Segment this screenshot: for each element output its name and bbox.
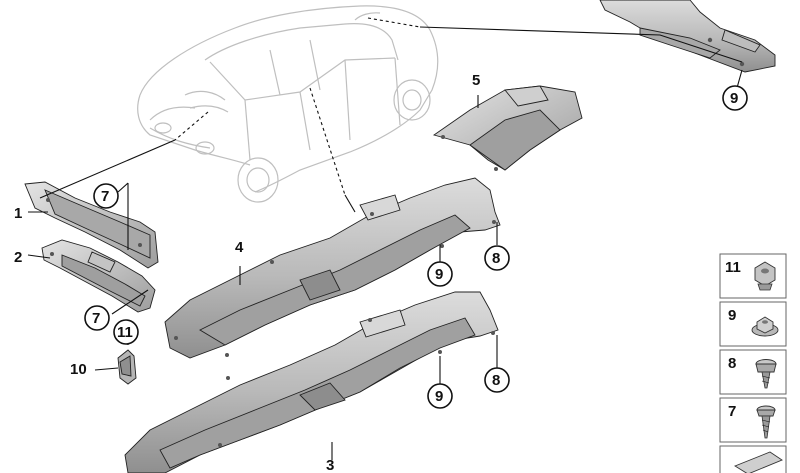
legend-item-11: 11 — [719, 253, 787, 299]
callout-7-upper-text: 7 — [101, 188, 109, 205]
legend-item-9: 9 — [719, 301, 787, 347]
callout-7-lower: 7 — [84, 305, 110, 331]
screw-short-icon — [755, 359, 777, 389]
screw-long-icon — [756, 405, 776, 439]
legend-item-11-num: 11 — [725, 259, 741, 276]
callout-8-upper-text: 8 — [492, 250, 500, 267]
legend-item-8-num: 8 — [728, 355, 736, 372]
callout-8-upper: 8 — [484, 245, 510, 271]
callout-9-middle: 9 — [427, 261, 453, 287]
callout-8-lower: 8 — [484, 367, 510, 393]
legend-item-8: 8 — [719, 349, 787, 395]
callout-9-middle-text: 9 — [435, 266, 443, 283]
label-part-1: 1 — [14, 205, 22, 222]
callout-9-lower: 9 — [427, 383, 453, 409]
label-part-4: 4 — [235, 239, 244, 256]
callout-11-text: 11 — [117, 324, 133, 341]
label-part-2: 2 — [14, 249, 22, 266]
callout-9-top: 9 — [722, 85, 748, 111]
leader-lines — [27, 17, 743, 460]
nut-icon — [754, 261, 776, 291]
label-part-3: 3 — [326, 457, 334, 473]
callout-11: 11 — [113, 319, 139, 345]
legend-item-7: 7 — [719, 397, 787, 443]
heat-shield-4 — [164, 177, 501, 359]
heat-shield-top-right — [599, 0, 776, 73]
legend-item-9-num: 9 — [728, 307, 736, 324]
bracket-1 — [24, 181, 159, 269]
part-labels: 1 2 4 5 3 10 — [14, 72, 480, 473]
vehicle-outline — [137, 5, 439, 203]
heat-shield-3 — [124, 291, 499, 473]
legend-item-7-num: 7 — [728, 403, 736, 420]
legend-item-partial — [719, 445, 787, 473]
bracket-2 — [41, 239, 156, 313]
label-part-5: 5 — [472, 72, 480, 89]
callout-9-lower-text: 9 — [435, 388, 443, 405]
callout-8-lower-text: 8 — [492, 372, 500, 389]
heat-shield-5 — [432, 85, 583, 171]
callout-7-upper: 7 — [93, 183, 119, 209]
washer-nut-icon — [751, 316, 779, 337]
callout-9-top-text: 9 — [730, 90, 738, 107]
label-part-10: 10 — [70, 361, 87, 378]
clip-10 — [117, 349, 137, 385]
callout-7-lower-text: 7 — [92, 310, 100, 327]
fastener-legend: 11 9 8 — [719, 253, 787, 473]
